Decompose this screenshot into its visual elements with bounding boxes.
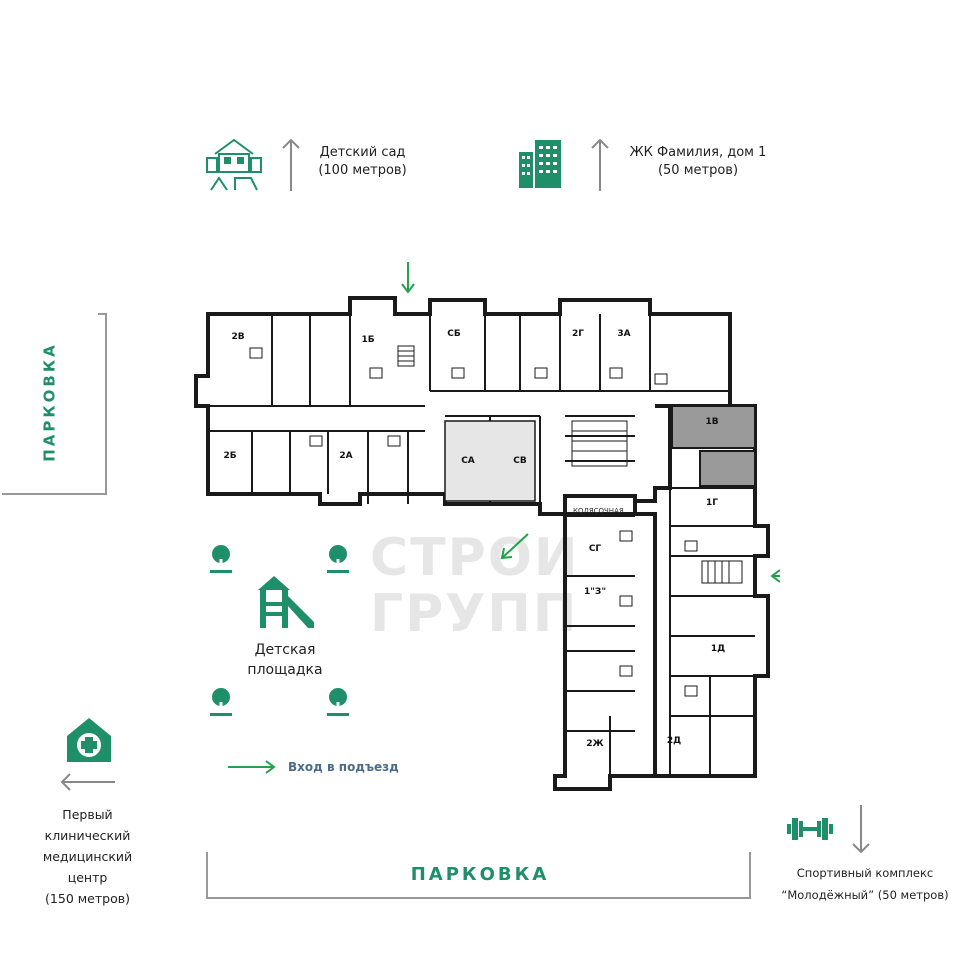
down-arrow	[852, 804, 870, 854]
playground-icon	[254, 572, 316, 630]
parking-left-bracket	[0, 312, 110, 496]
apt-label: 2Б	[223, 451, 236, 461]
parking-bottom-label: ПАРКОВКА	[410, 864, 550, 885]
watermark: СТРОИ ГРУПП	[370, 528, 580, 644]
kindergarten-label: Детский сад (100 метров)	[318, 145, 407, 178]
building-icon	[515, 136, 565, 190]
entrance-arrow-middle	[500, 533, 529, 560]
entrance-arrow-right	[770, 569, 815, 583]
tree-icon	[208, 543, 234, 575]
medical-label: Первый клинический медицинский центр (15…	[42, 807, 133, 906]
apt-label: 2Г	[572, 329, 584, 339]
entrance-arrow-top	[401, 262, 415, 294]
apt-label: 2Д	[667, 736, 681, 746]
apt-label: 2В	[231, 332, 244, 342]
apt-label: СА	[461, 456, 475, 466]
apt-label: 1Б	[361, 335, 374, 345]
residential-label: ЖК Фамилия, дом 1 (50 метров)	[629, 145, 767, 178]
stroller-room-label: КОЛЯСОЧНАЯ	[573, 507, 624, 515]
apt-label: 1Д	[711, 644, 725, 654]
sport-label: Спортивный комплекс “Молодёжный” (50 мет…	[781, 866, 949, 902]
medical-cross-icon	[64, 716, 114, 764]
apt-label: СВ	[513, 456, 527, 466]
parking-left-label: ПАРКОВКА	[41, 342, 60, 462]
legend-entrance-label: Вход в подъезд	[288, 760, 399, 774]
apt-label: 1"З"	[584, 587, 606, 597]
gray-unit	[671, 405, 756, 487]
floor-plan: 2В 1Б СБ 2Г 3А 2Б 2А СА СВ 1В 1Г СГ 1"З"…	[190, 256, 815, 796]
tree-icon	[325, 686, 351, 718]
up-arrow	[591, 138, 609, 192]
apt-label: 3А	[617, 329, 630, 339]
apt-label: СБ	[447, 329, 461, 339]
apt-label: СГ	[589, 544, 602, 554]
kindergarten-icon	[205, 136, 263, 192]
tree-icon	[208, 686, 234, 718]
legend-arrow	[226, 759, 278, 775]
parking-bottom-bracket	[204, 850, 754, 902]
apt-label: 2Ж	[586, 739, 603, 749]
left-arrow	[60, 772, 116, 792]
playground-label: Детская площадка	[247, 642, 323, 678]
tree-icon	[325, 543, 351, 575]
apt-label: 1Г	[706, 498, 718, 508]
up-arrow	[282, 138, 300, 192]
dumbbell-icon	[786, 814, 834, 844]
apt-label: 1В	[705, 417, 718, 427]
apt-label: 2А	[339, 451, 352, 461]
